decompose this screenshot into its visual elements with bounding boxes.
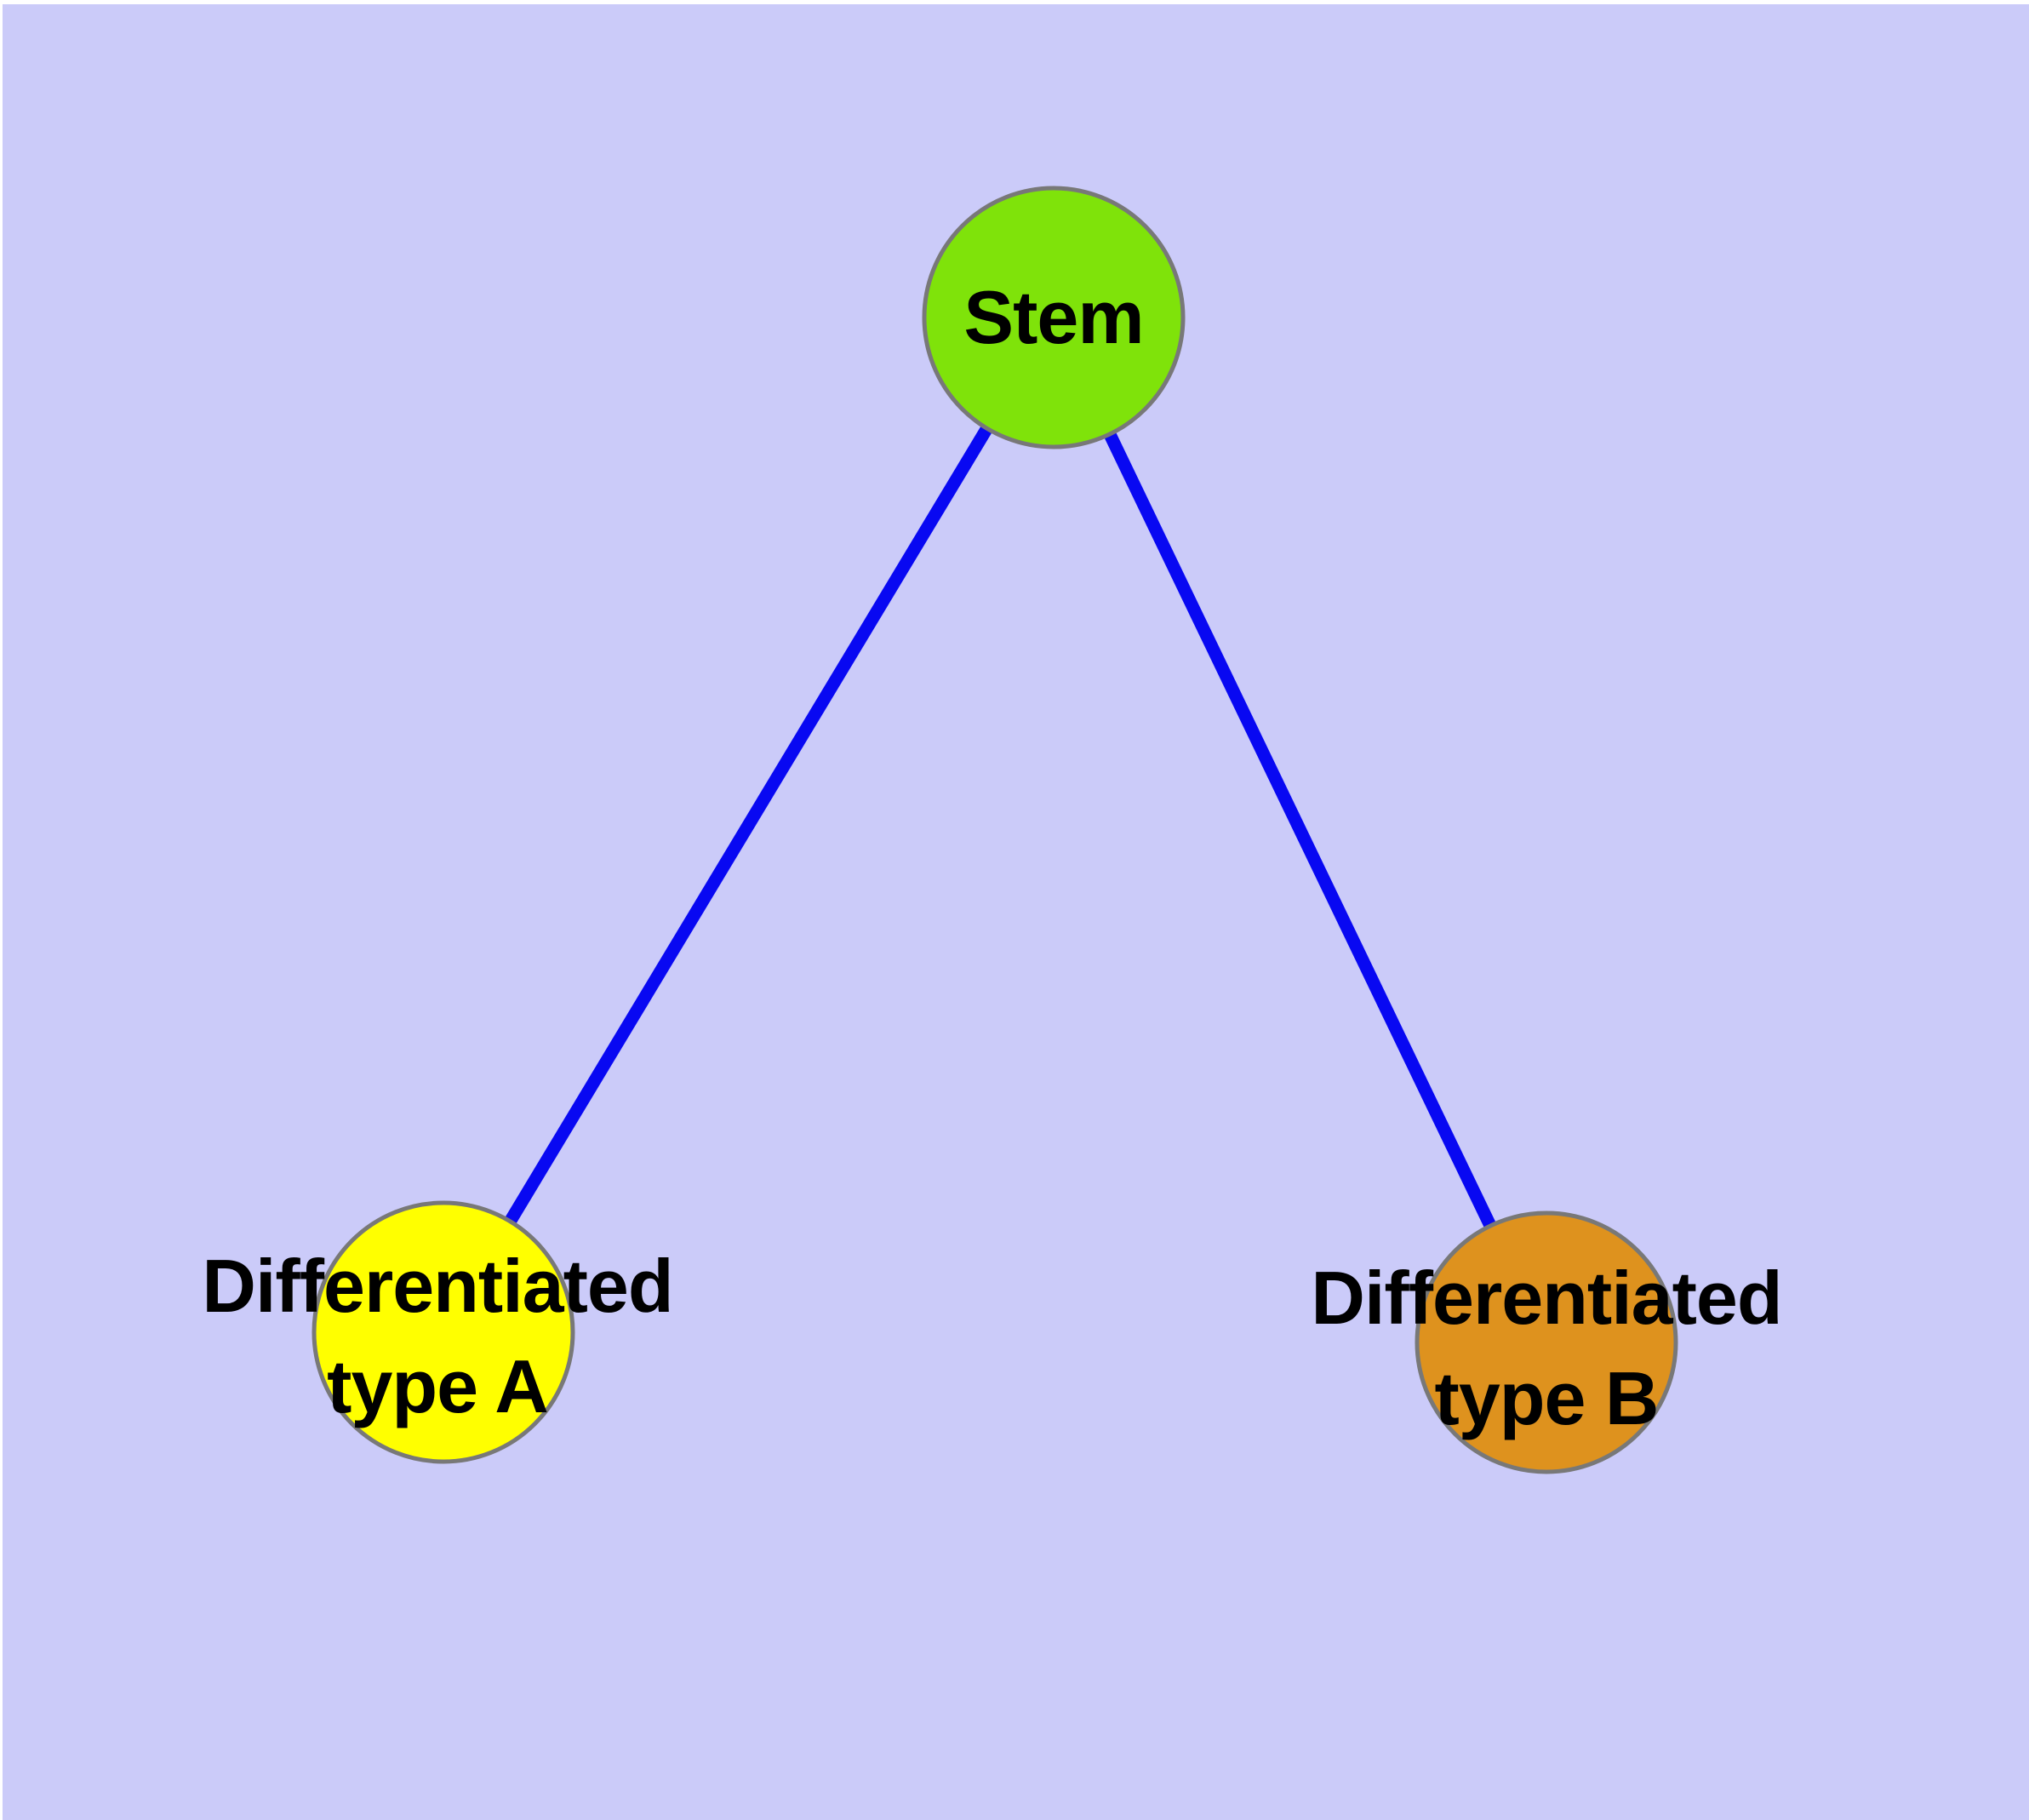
node-differentiated-type-a-label: Differentiated type A bbox=[202, 1244, 673, 1428]
edge-stem-to-type-a bbox=[437, 314, 1060, 1336]
node-differentiated-type-b-label: Differentiated type B bbox=[1311, 1256, 1782, 1440]
node-stem-label: Stem bbox=[963, 275, 1144, 359]
node-stem bbox=[922, 186, 1186, 449]
node-differentiated-type-a bbox=[311, 1200, 575, 1464]
edge-stem-to-type-b bbox=[1048, 314, 1552, 1346]
node-differentiated-type-b bbox=[1415, 1210, 1678, 1474]
